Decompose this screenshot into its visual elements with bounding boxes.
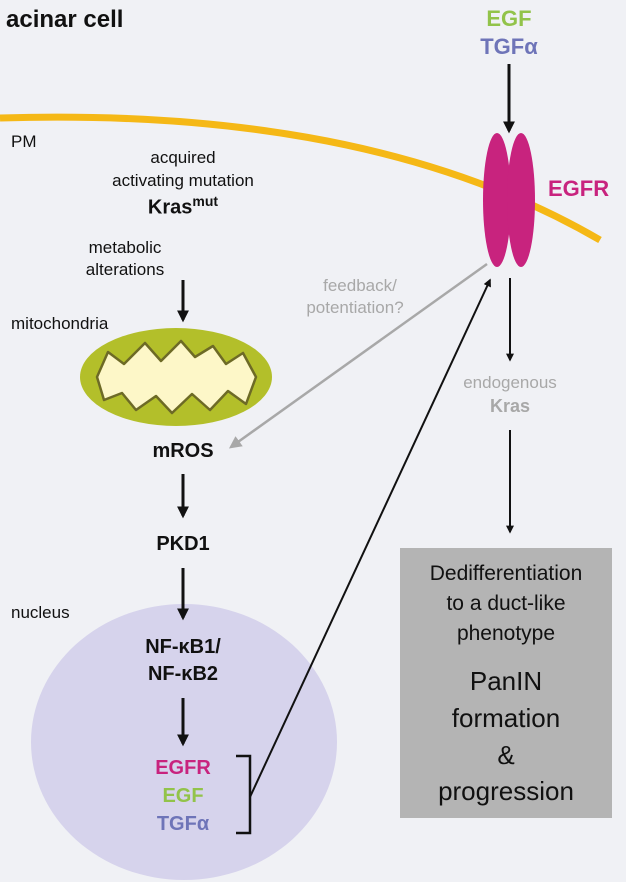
metabolic-label-1: metabolic (88, 238, 162, 257)
mitochondria-label: mitochondria (11, 314, 109, 333)
box-line-3: phenotype (456, 622, 556, 645)
pm-label: PM (11, 132, 37, 151)
metabolic-label-2: alterations (85, 260, 165, 279)
mros-label: mROS (152, 440, 214, 462)
genes-bracket (236, 754, 252, 835)
outcome-box (400, 548, 612, 818)
feedback-label-2: potentiation? (306, 298, 404, 317)
kras-mut-base: Kras (147, 196, 193, 219)
arrow-feedback (228, 262, 488, 449)
gene-egfr-label: EGFR (155, 757, 211, 779)
top-egf-label: EGF (486, 6, 532, 31)
egfr-receptor (483, 133, 535, 267)
top-tgfa-label: TGFα (480, 34, 538, 59)
acquired-label-1: acquired (150, 148, 216, 167)
gene-egf-label: EGF (162, 785, 204, 807)
arrow-genes-to-egfr (249, 278, 491, 798)
acquired-label-2: activating mutation (112, 171, 254, 190)
box-line-5: formation (451, 703, 561, 733)
box-line-6: & (497, 740, 515, 770)
gene-tgfa-label: TGFα (156, 813, 210, 835)
pkd1-label: PKD1 (156, 533, 210, 555)
kras-mut-label: Krasmut (120, 193, 246, 220)
endogenous-kras-label: Kras (489, 396, 531, 416)
nucleus-label: nucleus (11, 603, 70, 622)
endogenous-label: endogenous (463, 373, 557, 392)
feedback-label-1: feedback/ (323, 276, 397, 295)
box-line-4: PanIN (469, 666, 543, 696)
nfkb2-label: NF-κB2 (147, 663, 219, 685)
receptor-label: EGFR (548, 176, 610, 201)
box-line-7: progression (438, 776, 574, 806)
box-line-2: to a duct-like (446, 592, 566, 615)
box-line-1: Dedifferentiation (429, 562, 583, 585)
mitochondrion (80, 328, 272, 426)
nfkb1-label: NF-κB1/ (145, 636, 221, 658)
kras-mut-sup: mut (192, 193, 219, 209)
diagram-title: acinar cell (6, 6, 124, 33)
